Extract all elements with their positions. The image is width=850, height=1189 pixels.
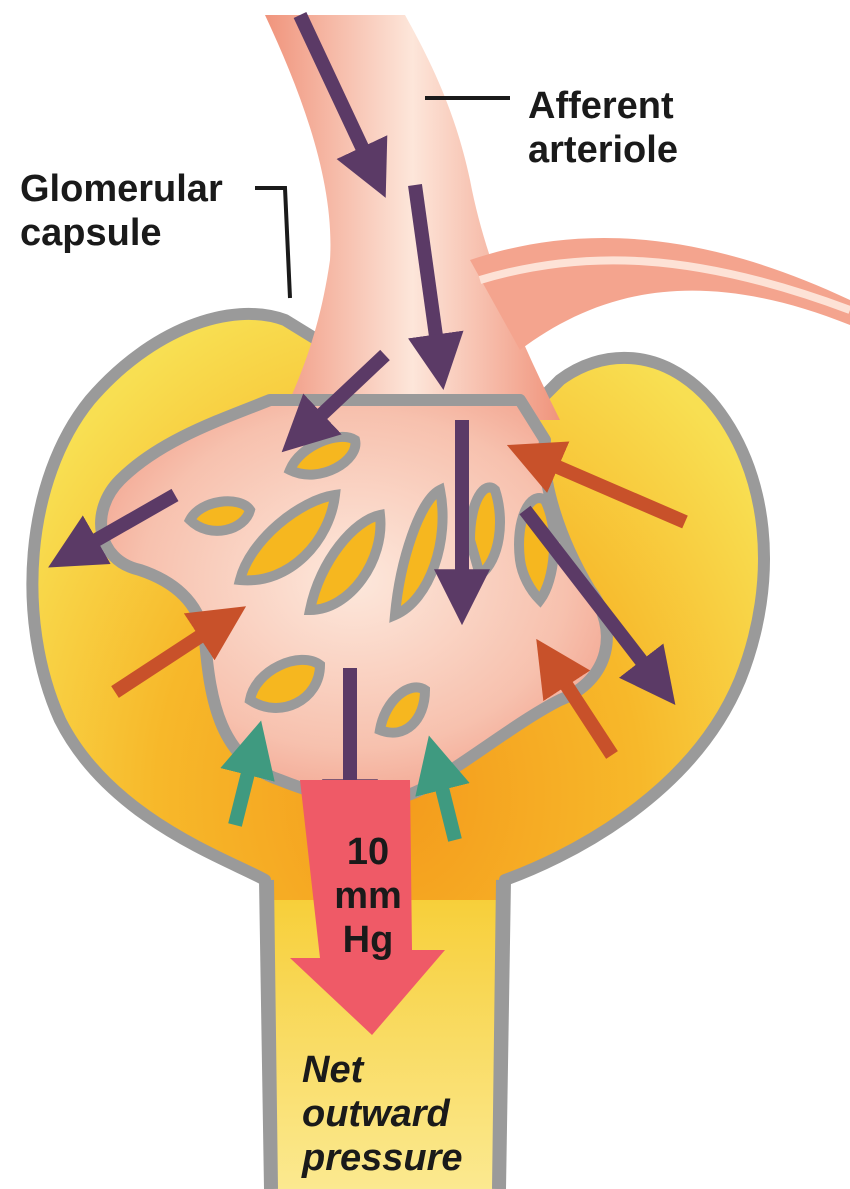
caption-line1: Net [302,1048,463,1092]
afferent-label-line1: Afferent [528,84,678,128]
capsule-leader-line [255,188,290,298]
pressure-unit-line2: Hg [318,918,418,962]
net-pressure-value: 10 mm Hg [318,830,418,962]
afferent-label-line2: arteriole [528,128,678,172]
caption-line3: pressure [302,1136,463,1180]
capsule-label-line2: capsule [20,211,223,255]
pressure-value: 10 [318,830,418,874]
pressure-unit-line1: mm [318,874,418,918]
glomerular-capsule-label: Glomerular capsule [20,167,223,255]
afferent-arteriole [265,15,850,420]
caption-line2: outward [302,1092,463,1136]
net-outward-pressure-caption: Net outward pressure [302,1048,463,1180]
afferent-arteriole-label: Afferent arteriole [528,84,678,172]
capsule-label-line1: Glomerular [20,167,223,211]
